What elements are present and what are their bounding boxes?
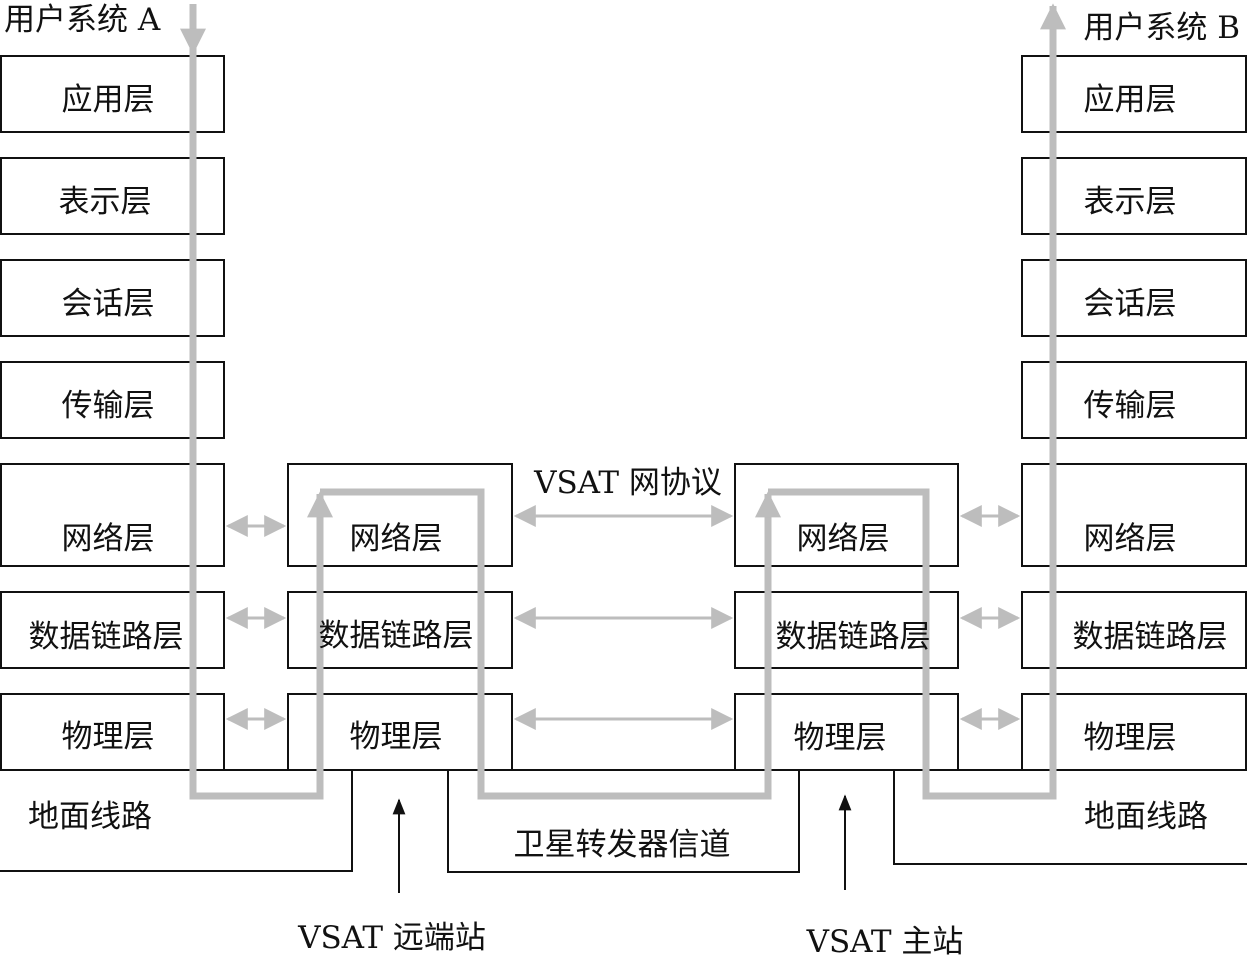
station-pointers [392,794,852,893]
data-flow-path [180,3,1066,800]
labels: 用户系统 A 用户系统 B 应用层 表示层 会话层 传输层 网络层 数据链路层 … [4,2,1240,956]
b-application-box [1021,55,1247,133]
flow-segment-hub-to-b [768,3,1066,800]
b-network-label: 网络层 [1084,521,1177,557]
hub-station-label: VSAT 主站 [806,924,964,956]
a-presentation-box [0,157,225,235]
b-network-box [1021,463,1247,567]
user-system-b-stack [1021,55,1247,771]
a-presentation-label: 表示层 [59,184,152,220]
user-system-b-title: 用户系统 B [1083,10,1240,46]
hub-network-label: 网络层 [797,521,890,557]
a-application-label: 应用层 [62,82,155,118]
b-application-label: 应用层 [1084,82,1177,118]
hub-physical-label: 物理层 [794,720,887,756]
a-transport-box [0,361,225,439]
a-network-label: 网络层 [62,521,155,557]
flow-segment-remote-to-hub [320,488,781,800]
ground-line-right-label: 地面线路 [1084,799,1208,835]
b-presentation-box [1021,157,1247,235]
satellite-channel-box [447,769,800,873]
b-transport-box [1021,361,1247,439]
vsat-protocol-label: VSAT 网协议 [533,465,722,501]
remote-network-box [287,463,513,567]
hub-station-stack [734,463,959,771]
satellite-channel-label: 卫星转发器信道 [514,827,731,863]
user-system-a-title: 用户系统 A [4,2,161,38]
remote-physical-label: 物理层 [350,719,443,755]
remote-station-stack [287,463,513,771]
b-session-label: 会话层 [1084,286,1177,322]
b-physical-label: 物理层 [1084,720,1177,756]
a-session-label: 会话层 [62,286,155,322]
remote-network-label: 网络层 [350,521,443,557]
a-physical-box [0,693,225,771]
a-application-box [0,55,225,133]
a-physical-label: 物理层 [62,719,155,755]
user-system-a-stack [0,55,225,771]
b-physical-box [1021,693,1247,771]
remote-datalink-box [287,591,513,669]
a-network-box [0,463,225,567]
b-datalink-label: 数据链路层 [1073,619,1228,655]
a-transport-label: 传输层 [62,388,155,424]
a-datalink-box [0,591,225,669]
ground-line-left-label: 地面线路 [28,799,152,835]
remote-station-label: VSAT 远端站 [297,920,486,956]
b-transport-label: 传输层 [1084,388,1177,424]
b-session-box [1021,259,1247,337]
a-datalink-label: 数据链路层 [29,619,184,655]
remote-datalink-label: 数据链路层 [319,618,474,654]
b-datalink-box [1021,591,1247,669]
hub-datalink-label: 数据链路层 [776,619,931,655]
hub-physical-box [734,693,959,771]
remote-physical-box [287,693,513,771]
hub-datalink-box [734,591,959,669]
flow-segment-a-to-remote [189,52,333,800]
peer-arrows [225,505,1021,730]
b-presentation-label: 表示层 [1084,184,1177,220]
a-session-box [0,259,225,337]
